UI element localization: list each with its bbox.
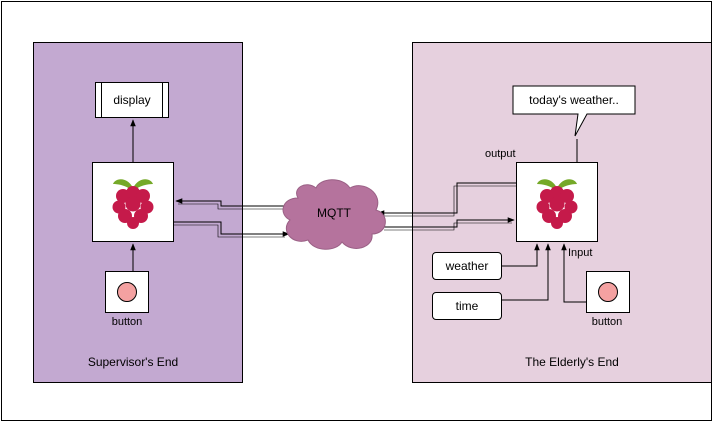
elderly-to-mqtt-link bbox=[377, 182, 516, 217]
output-label: output bbox=[485, 148, 516, 160]
time-to-rpi-arrow bbox=[502, 243, 551, 301]
input-label: Input bbox=[568, 247, 593, 259]
display-label: display bbox=[113, 93, 151, 107]
supervisor-button-label: button bbox=[111, 316, 143, 328]
supervisor-rpi bbox=[92, 162, 174, 242]
time-input-box: time bbox=[432, 292, 502, 320]
time-label: time bbox=[455, 299, 479, 313]
weather-label: weather bbox=[445, 259, 489, 273]
weather-input-box: weather bbox=[432, 252, 502, 280]
supervisor-caption: Supervisor's End bbox=[87, 355, 179, 369]
elderly-button-box bbox=[586, 271, 630, 313]
mqtt-cloud-icon bbox=[282, 179, 386, 250]
weather-to-rpi-arrow bbox=[502, 243, 540, 267]
weather-callout-text: today's weather.. bbox=[529, 93, 619, 107]
supervisor-to-mqtt-link bbox=[174, 221, 290, 238]
elderly-button-label: button bbox=[591, 316, 623, 328]
raspberry-pi-icon bbox=[112, 179, 154, 229]
mqtt-to-elderly-link bbox=[384, 217, 515, 231]
elderly-rpi bbox=[516, 162, 598, 242]
push-button-icon bbox=[117, 282, 137, 302]
supervisor-button-box bbox=[105, 271, 149, 313]
raspberry-pi-icon bbox=[536, 179, 578, 229]
elderly-button-to-rpi-arrow bbox=[561, 243, 586, 303]
elderly-caption: The Elderly's End bbox=[525, 355, 619, 369]
weather-callout-bubble bbox=[512, 85, 636, 137]
push-button-icon bbox=[598, 282, 618, 302]
mqtt-label: MQTT bbox=[317, 206, 351, 220]
display-box: display bbox=[95, 82, 169, 118]
mqtt-to-supervisor-link bbox=[175, 198, 291, 210]
